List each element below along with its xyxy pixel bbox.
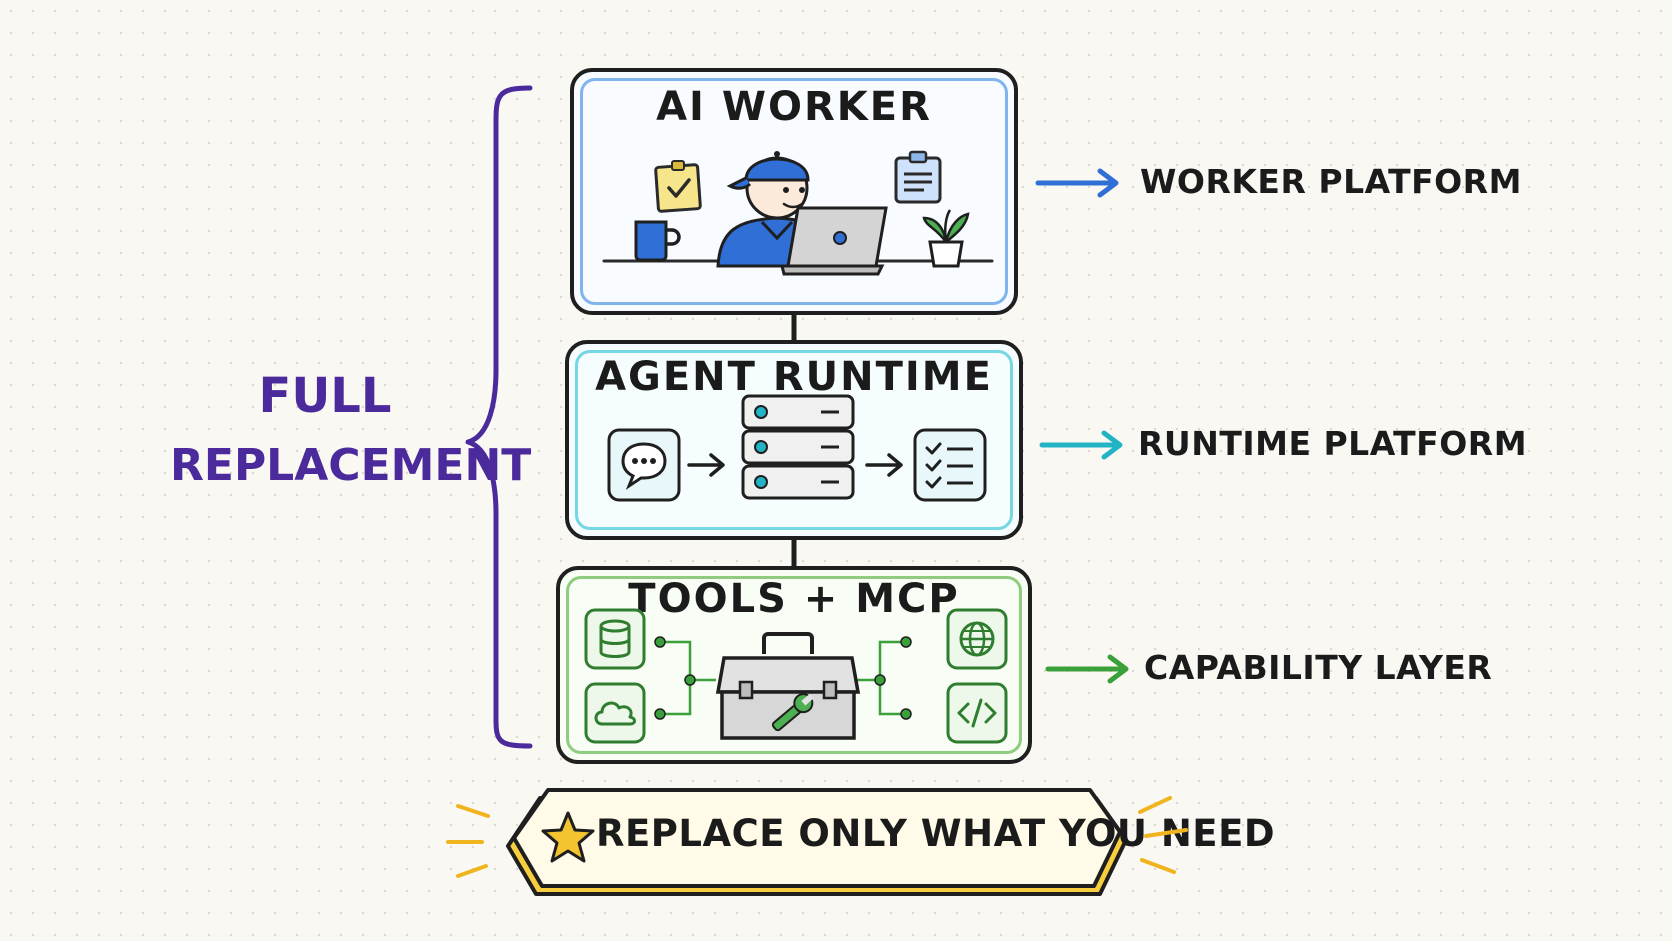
flow-arrow-icon — [865, 453, 903, 477]
checklist-icon — [913, 428, 987, 502]
sparkle-marks — [446, 796, 1188, 878]
server-stack-icon — [741, 394, 855, 500]
database-icon — [584, 608, 646, 670]
capability-layer-label: CAPABILITY LAYER — [1144, 648, 1493, 687]
badge-banner — [506, 788, 1128, 896]
cloud-icon — [584, 682, 646, 744]
laptop-icon — [780, 206, 888, 276]
worker-avatar-icon — [716, 151, 838, 268]
sticky-note-check-icon — [654, 160, 702, 213]
full-replacement-line1: FULL — [258, 368, 392, 424]
tools-mcp-title: TOOLS + MCP — [628, 576, 960, 622]
tools-mcp-layer: TOOLS + MCP — [556, 566, 1032, 764]
ai-worker-title: AI WORKER — [656, 84, 932, 130]
runtime-arrow-icon — [1039, 430, 1123, 460]
agent-runtime-layer: AGENT RUNTIME — [565, 340, 1023, 540]
flow-arrow-icon — [687, 453, 725, 477]
chat-bubble-icon — [607, 428, 681, 502]
capability-arrow-icon — [1045, 654, 1129, 684]
star-icon — [541, 811, 595, 863]
plant-icon — [922, 209, 970, 268]
coffee-mug-icon — [634, 220, 681, 262]
worker-arrow-icon — [1035, 168, 1119, 198]
toolbox-icon — [715, 632, 861, 740]
worker-platform-label: WORKER PLATFORM — [1140, 162, 1522, 201]
runtime-platform-label: RUNTIME PLATFORM — [1138, 424, 1528, 463]
agent-runtime-title: AGENT RUNTIME — [595, 354, 993, 400]
clipboard-icon — [894, 150, 942, 204]
scope-brace — [465, 85, 533, 749]
globe-icon — [946, 608, 1008, 670]
ai-worker-layer: AI WORKER — [570, 68, 1018, 315]
tool-connections — [654, 636, 912, 720]
full-replacement-line2: REPLACEMENT — [170, 440, 532, 491]
code-icon — [946, 682, 1008, 744]
